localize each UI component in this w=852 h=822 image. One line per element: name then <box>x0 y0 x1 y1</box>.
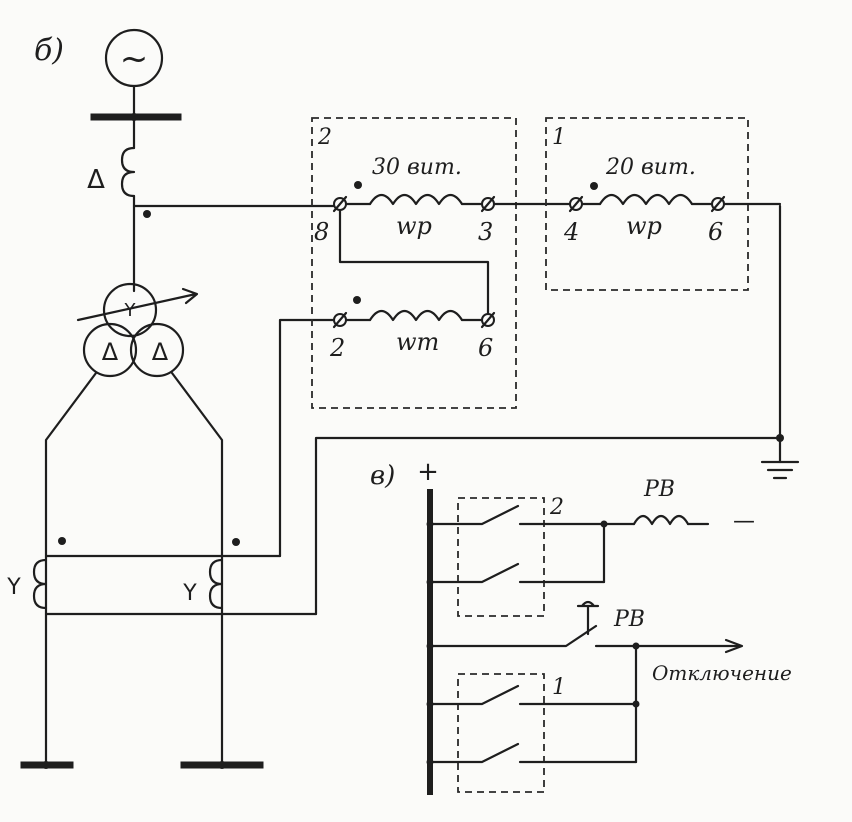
left-feeder-line <box>44 371 98 767</box>
terminal-6-relay-2-mark <box>480 311 496 329</box>
pb-contact-blade <box>428 624 598 648</box>
right-feeder-line <box>170 371 224 767</box>
terminal-2-mark <box>332 311 348 329</box>
terminal-2-label: 2 <box>329 334 345 362</box>
terminal-3-mark <box>480 195 496 213</box>
wp2-winding <box>368 193 464 206</box>
trip-label: Отключение <box>652 661 792 685</box>
terminal-6-relay-2-label: 6 <box>478 334 493 362</box>
generator-symbol: ~ <box>120 39 149 79</box>
relay-2-turns: 30 вит. <box>372 155 462 180</box>
wp1-label: wр <box>626 212 662 240</box>
relay-1-number: 1 <box>552 125 566 150</box>
left-ct-coil <box>32 558 48 610</box>
panel-v-label: в) <box>370 461 395 491</box>
terminal-8-mark <box>332 195 348 213</box>
transformer-star-winding <box>102 282 158 338</box>
wire-to-terminal-2 <box>278 318 342 558</box>
pb-delay-symbol <box>576 600 600 636</box>
plus-pole: + <box>417 457 439 487</box>
terminal-4-label: 4 <box>563 218 579 246</box>
right-busbar-junction <box>218 761 226 769</box>
terminal-6-relay-1-mark <box>710 195 726 213</box>
relay-2-number: 2 <box>317 125 332 150</box>
wp2-label: wр <box>396 212 432 240</box>
minus-pole: — <box>733 509 755 534</box>
contact-2b-blade <box>428 562 520 584</box>
polarity-dot-relay-1 <box>590 182 598 190</box>
panel-b-label: б) <box>34 33 64 68</box>
polarity-dot-delta-ct <box>143 210 151 218</box>
left-busbar-junction <box>42 761 50 769</box>
transformer-delta-symbol-right: Δ <box>152 338 169 366</box>
contact-1-junction <box>632 700 640 708</box>
relay-1-turns: 20 вит. <box>605 155 696 180</box>
right-ct-coil <box>208 558 224 610</box>
transformer-delta-symbol-left: Δ <box>102 338 119 366</box>
relay-1-contacts-label: 1 <box>552 675 566 700</box>
relay-1-contacts-enclosure <box>457 673 545 793</box>
polarity-dot-right-ct <box>232 538 240 546</box>
internal-link-8-to-6 <box>338 202 490 322</box>
return-wire-to-ground <box>314 204 782 616</box>
left-ct-star-symbol: Y <box>6 575 21 600</box>
terminal-8-label: 8 <box>314 218 329 246</box>
transformer-delta-winding-right <box>129 322 185 378</box>
transformer-delta-winding-left <box>82 322 138 378</box>
generator: ~ <box>104 28 164 119</box>
pb-coil-label: РВ <box>643 477 675 502</box>
relay-1: 1 20 вит. wр 4 6 <box>545 117 749 291</box>
contact-1a-blade <box>428 684 520 706</box>
relay-2-contacts-enclosure <box>457 497 545 617</box>
transformer-star-symbol: Y <box>124 300 137 321</box>
delta-ct-coil <box>120 146 136 198</box>
regulation-arrow-shaft <box>76 292 198 322</box>
regulation-arrow-head <box>181 287 199 305</box>
trip-arrow-head <box>724 638 744 654</box>
relay-2-enclosure <box>311 117 517 409</box>
right-ct-star-symbol: Y <box>182 581 197 606</box>
pb-coil <box>632 514 690 526</box>
delta-ct-symbol: Δ <box>87 165 105 195</box>
polarity-dot-left-ct <box>58 537 66 545</box>
polarity-dot-relay-2-wp <box>354 181 362 189</box>
wp1-winding <box>598 193 694 206</box>
three-winding-transformer: Y Δ Δ <box>76 282 199 378</box>
pb-contact-label: РВ <box>613 607 645 632</box>
contact-1b-blade <box>428 742 520 764</box>
wt-winding <box>368 309 464 322</box>
terminal-4-mark <box>568 195 584 213</box>
terminal-3-label: 3 <box>478 218 493 246</box>
contact-2a-blade <box>428 504 520 526</box>
relay-2: 2 30 вит. wр wт 8 3 2 6 <box>311 117 517 409</box>
wt-label: wт <box>396 328 439 356</box>
relay-2-contacts-label: 2 <box>549 495 564 520</box>
terminal-6-relay-1-label: 6 <box>708 218 723 246</box>
polarity-dot-relay-2-wt <box>353 296 361 304</box>
